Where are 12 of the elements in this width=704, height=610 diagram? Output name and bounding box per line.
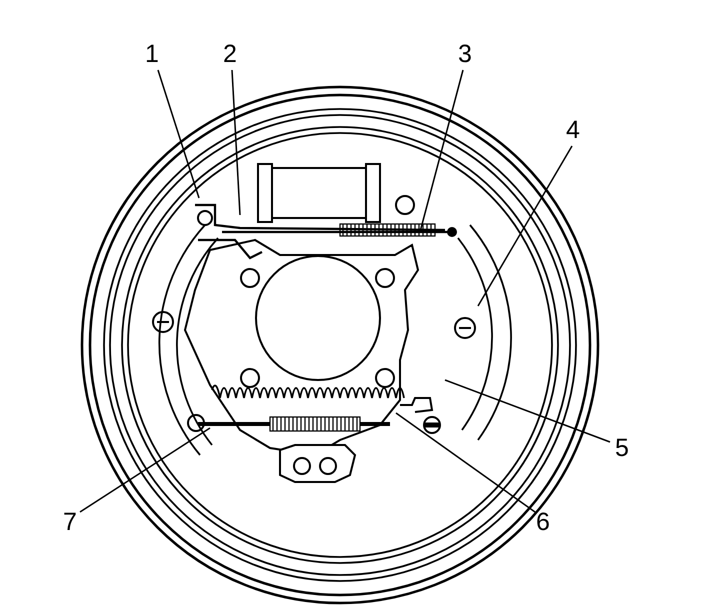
leader-line bbox=[231, 70, 241, 216]
leader-line bbox=[444, 379, 610, 443]
callout-number: 2 bbox=[219, 42, 241, 67]
leader-line bbox=[80, 427, 210, 513]
leader-line bbox=[157, 70, 200, 198]
leader-line bbox=[477, 146, 573, 306]
callout-number: 6 bbox=[532, 510, 554, 535]
callout-number: 1 bbox=[141, 42, 163, 67]
callout-number: 5 bbox=[611, 436, 633, 461]
callout-number: 3 bbox=[454, 42, 476, 67]
callout-number: 7 bbox=[59, 510, 81, 535]
callout-number: 4 bbox=[562, 118, 584, 143]
